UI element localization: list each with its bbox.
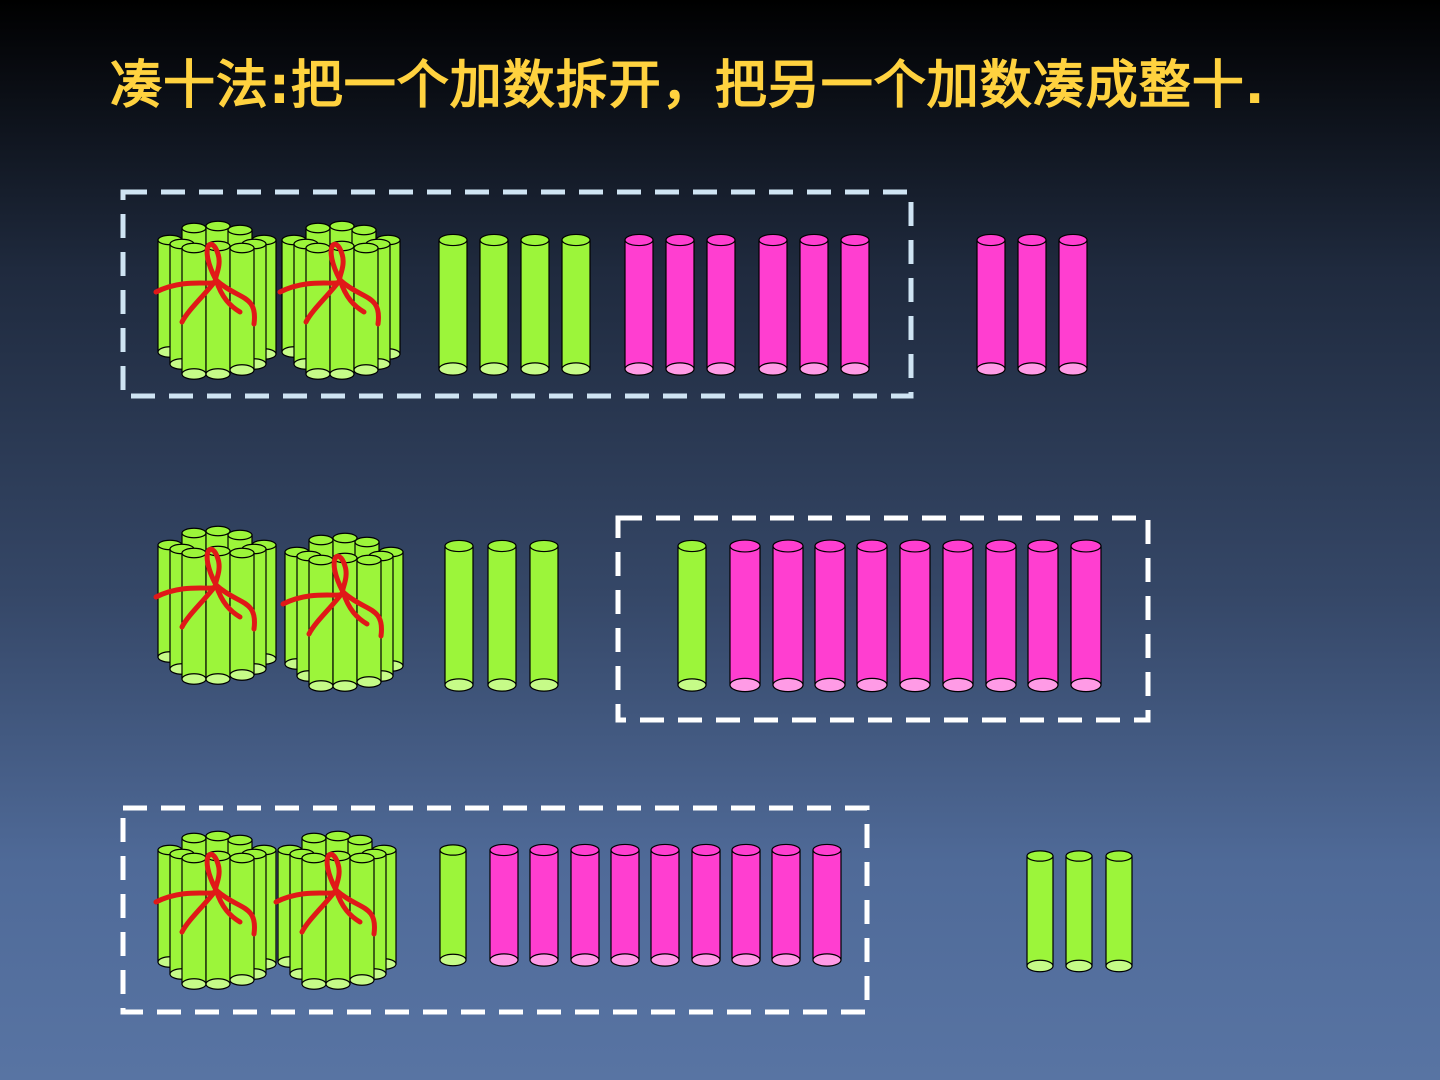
- pink-stick: [624, 233, 654, 376]
- green-stick: [561, 233, 591, 376]
- pink-stick: [610, 843, 640, 967]
- bundle-stick: [329, 240, 355, 380]
- string: [179, 582, 219, 630]
- bundle-of-ten: [153, 220, 277, 380]
- bundle-stick: [308, 554, 334, 692]
- pink-stick: [771, 843, 801, 967]
- string: [337, 277, 367, 315]
- pink-stick: [1017, 233, 1047, 376]
- bundle-stick: [301, 852, 327, 990]
- string: [213, 887, 257, 937]
- green-stick: [439, 844, 467, 967]
- string: [303, 277, 343, 325]
- string: [179, 277, 219, 325]
- pink-stick: [731, 843, 761, 967]
- pink-stick: [570, 843, 600, 967]
- green-stick: [479, 233, 509, 376]
- string: [204, 851, 222, 893]
- pink-stick: [799, 233, 829, 376]
- bundle-stick: [181, 547, 207, 685]
- pink-stick: [985, 539, 1017, 693]
- pink-stick: [729, 539, 761, 693]
- bundle-stick: [305, 242, 331, 380]
- string: [340, 589, 384, 639]
- string: [213, 582, 257, 632]
- pink-stick: [706, 233, 736, 376]
- green-stick: [677, 539, 707, 692]
- pink-stick: [691, 843, 721, 967]
- green-stick: [444, 539, 474, 692]
- string: [204, 241, 222, 283]
- page-title: 凑十法:把一个加数拆开，把另一个加数凑成整十.: [110, 56, 1266, 116]
- pink-stick: [899, 539, 931, 693]
- string: [340, 589, 370, 627]
- green-stick: [1065, 850, 1093, 973]
- pink-stick: [1027, 539, 1059, 693]
- pink-stick: [650, 843, 680, 967]
- bundle-stick: [181, 852, 207, 990]
- pink-stick: [1070, 539, 1102, 693]
- pink-stick: [529, 843, 559, 967]
- pink-stick: [814, 539, 846, 693]
- pink-stick: [942, 539, 974, 693]
- bundle-of-ten: [273, 830, 397, 990]
- bundle-of-ten: [153, 830, 277, 990]
- green-stick: [438, 233, 468, 376]
- pink-stick: [812, 843, 842, 967]
- pink-stick: [1058, 233, 1088, 376]
- string: [213, 887, 243, 925]
- string: [324, 851, 342, 893]
- string: [337, 277, 381, 327]
- pink-stick: [976, 233, 1006, 376]
- green-stick: [529, 539, 559, 692]
- string: [213, 582, 243, 620]
- green-stick: [487, 539, 517, 692]
- bundle-of-ten: [153, 525, 277, 685]
- green-stick: [520, 233, 550, 376]
- string: [333, 887, 363, 925]
- pink-stick: [772, 539, 804, 693]
- grouping-box-row-1: [120, 189, 914, 399]
- pink-stick: [489, 843, 519, 967]
- bundle-stick: [181, 242, 207, 380]
- pink-stick: [840, 233, 870, 376]
- string: [179, 887, 219, 935]
- string: [333, 887, 377, 937]
- string: [331, 553, 349, 595]
- bundle-of-ten: [280, 532, 404, 692]
- green-stick: [1026, 850, 1054, 973]
- string: [328, 241, 346, 283]
- string: [299, 887, 339, 935]
- grouping-box-row-2: [615, 515, 1151, 723]
- pink-stick: [665, 233, 695, 376]
- pink-stick: [758, 233, 788, 376]
- string: [306, 589, 346, 637]
- pink-stick: [856, 539, 888, 693]
- string: [213, 277, 243, 315]
- string: [204, 546, 222, 588]
- string: [213, 277, 257, 327]
- green-stick: [1105, 850, 1133, 973]
- bundle-of-ten: [277, 220, 401, 380]
- grouping-box-row-3: [120, 805, 870, 1015]
